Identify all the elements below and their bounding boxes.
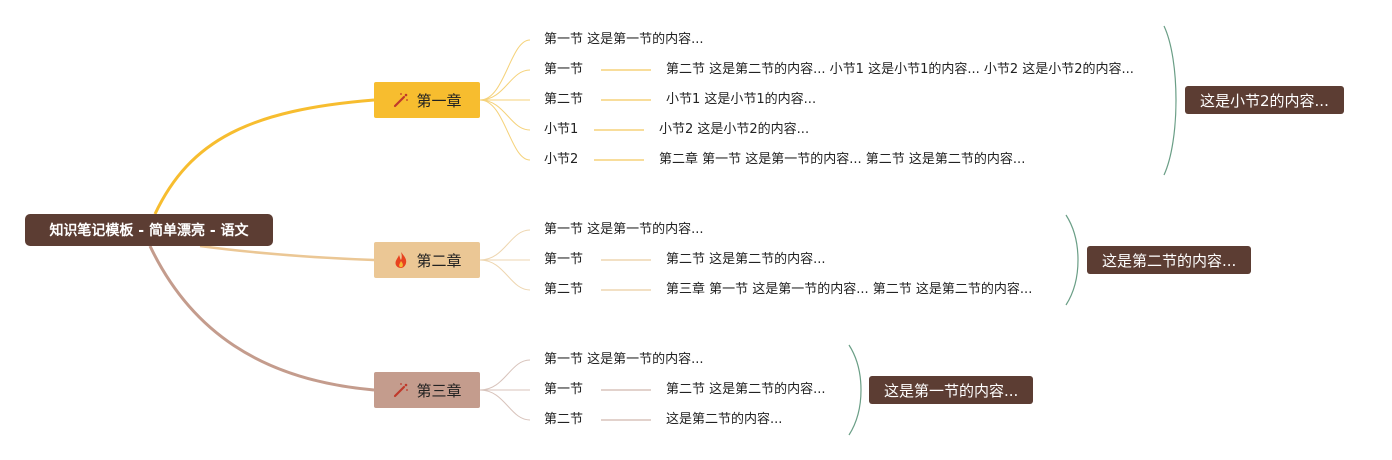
chapter-2-branches	[479, 229, 531, 291]
chapter-2-item-3[interactable]: 第二节	[544, 282, 584, 297]
link-ch1-item-2	[479, 69, 531, 101]
chapter-1-label: 第一章	[416, 91, 462, 110]
chapter-2-item-2[interactable]: 第一节	[544, 252, 584, 267]
chapter-2-detail-2[interactable]: 第三章 第一节 这是第一节的内容... 第二节 这是第二节的内容...	[666, 282, 1033, 297]
chapter-2-summary-label: 这是第二节的内容...	[1102, 251, 1237, 270]
chapter-1-topic[interactable]: 第一章	[374, 82, 480, 118]
chapter-3-detail-1[interactable]: 第二节 这是第二节的内容...	[666, 382, 826, 397]
chapter-1-item-1[interactable]: 第一节 这是第一节的内容...	[544, 32, 704, 47]
summary-bracket-2	[1065, 214, 1079, 306]
chapter-3-topic[interactable]: 第三章	[374, 372, 480, 408]
chapter-1-item-5[interactable]: 小节2	[544, 152, 579, 167]
link-root-chapter-1	[153, 98, 375, 215]
link-ch2-item-3	[479, 259, 531, 291]
chapter-1-summary-label: 这是小节2的内容...	[1200, 91, 1329, 110]
link-root-chapter-2	[199, 244, 375, 262]
chapter-3-item-2[interactable]: 第一节	[544, 382, 584, 397]
chapter-1-detail-2[interactable]: 小节1 这是小节1的内容...	[666, 92, 817, 107]
chapter-1-detail-links	[594, 69, 651, 161]
chapter-3-detail-2[interactable]: 这是第二节的内容...	[666, 412, 783, 427]
chapter-1-item-2[interactable]: 第一节	[544, 62, 584, 77]
chapter-1-branches	[479, 39, 531, 161]
chapter-1-detail-4[interactable]: 第二章 第一节 这是第一节的内容... 第二节 这是第二节的内容...	[659, 152, 1026, 167]
link-root-chapter-3	[148, 245, 375, 392]
link-ch1-item-4	[479, 99, 531, 131]
chapter-3-item-1[interactable]: 第一节 这是第一节的内容...	[544, 352, 704, 367]
chapter-2-item-1[interactable]: 第一节 这是第一节的内容...	[544, 222, 704, 237]
chapter-3-branches	[479, 359, 531, 421]
chapter-1-detail-3[interactable]: 小节2 这是小节2的内容...	[659, 122, 810, 137]
chapter-1-summary[interactable]: 这是小节2的内容...	[1185, 86, 1344, 114]
magic-wand-icon	[392, 91, 410, 109]
flame-icon	[392, 251, 410, 269]
chapter-2-topic[interactable]: 第二章	[374, 242, 480, 278]
summary-bracket-3	[848, 344, 862, 436]
chapter-2-detail-links	[601, 259, 651, 291]
link-ch3-item-3	[479, 389, 531, 421]
chapter-3-summary[interactable]: 这是第一节的内容...	[869, 376, 1034, 404]
summary-bracket-1	[1163, 25, 1177, 176]
chapter-3-item-3[interactable]: 第二节	[544, 412, 584, 427]
root-topic[interactable]: 知识笔记模板 - 简单漂亮 - 语文	[25, 214, 273, 246]
link-ch1-item-1	[479, 39, 531, 101]
chapter-3-label: 第三章	[416, 381, 462, 400]
chapter-2-label: 第二章	[416, 251, 462, 270]
root-topic-label: 知识笔记模板 - 简单漂亮 - 语文	[49, 223, 249, 239]
chapter-3-summary-label: 这是第一节的内容...	[884, 381, 1019, 400]
link-ch1-item-5	[479, 99, 531, 161]
magic-wand-icon	[392, 381, 410, 399]
link-ch2-item-1	[479, 229, 531, 261]
chapter-1-item-4[interactable]: 小节1	[544, 122, 579, 137]
chapter-3-detail-links	[601, 389, 651, 421]
chapter-2-summary[interactable]: 这是第二节的内容...	[1087, 246, 1252, 274]
link-ch3-item-1	[479, 359, 531, 391]
chapter-1-detail-1[interactable]: 第二节 这是第二节的内容... 小节1 这是小节1的内容... 小节2 这是小节…	[666, 62, 1134, 77]
chapter-1-item-3[interactable]: 第二节	[544, 92, 584, 107]
chapter-2-detail-1[interactable]: 第二节 这是第二节的内容...	[666, 252, 826, 267]
